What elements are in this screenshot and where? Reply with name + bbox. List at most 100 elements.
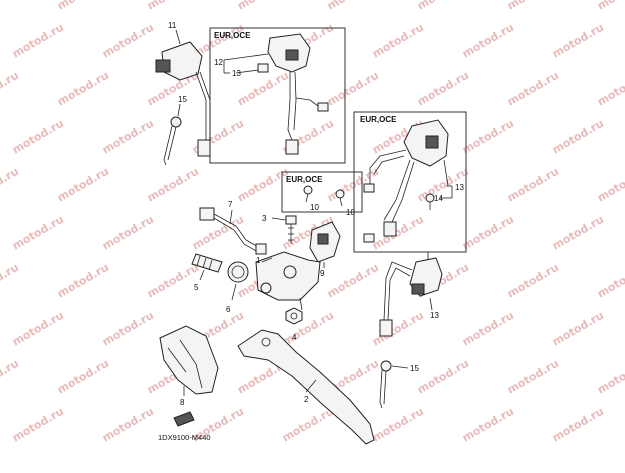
callout-9: 9 xyxy=(320,269,325,278)
callout-3: 3 xyxy=(262,214,267,223)
inset-label-3: EUR,OCE xyxy=(286,175,323,184)
cable-tie-top xyxy=(163,116,182,166)
watermark-text: motod.ru xyxy=(235,0,291,13)
watermark-text: motod.ru xyxy=(595,357,625,397)
watermark-text: motod.ru xyxy=(595,165,625,205)
switch-assembly-inset-1 xyxy=(257,33,329,155)
watermark-text: motod.ru xyxy=(550,21,606,61)
watermark-text: motod.ru xyxy=(100,405,156,445)
callout-13b: 13 xyxy=(430,311,439,320)
watermark-text: motod.ru xyxy=(325,69,381,109)
watermark-text: motod.ru xyxy=(10,309,66,349)
watermark-text: motod.ru xyxy=(505,357,561,397)
watermark-text: motod.ru xyxy=(55,0,111,13)
inset-label-1: EUR,OCE xyxy=(214,31,251,40)
clutch-lever-2 xyxy=(237,329,375,445)
collar-6 xyxy=(227,261,249,283)
watermark-text: motod.ru xyxy=(10,21,66,61)
callout-12: 13 xyxy=(232,69,241,78)
watermark-text: motod.ru xyxy=(0,0,21,13)
watermark-text: motod.ru xyxy=(0,165,21,205)
callout-10b: 10 xyxy=(346,208,355,217)
watermark-text: motod.ru xyxy=(550,213,606,253)
nut-4 xyxy=(285,307,303,325)
watermark-text: motod.ru xyxy=(505,69,561,109)
callout-15a: 15 xyxy=(178,95,187,104)
watermark-text: motod.ru xyxy=(0,69,21,109)
callout-1: 1 xyxy=(256,256,261,265)
watermark-text: motod.ru xyxy=(460,117,516,157)
watermark-text: motod.ru xyxy=(460,405,516,445)
watermark-text: motod.ru xyxy=(235,69,291,109)
callout-2: 2 xyxy=(304,395,309,404)
clutch-switch-7 xyxy=(199,207,267,255)
screw-14 xyxy=(425,193,435,210)
watermark-text: motod.ru xyxy=(145,0,201,13)
callout-4: 4 xyxy=(292,333,297,342)
watermark-text: motod.ru xyxy=(100,213,156,253)
watermark-text: motod.ru xyxy=(415,69,471,109)
switch-assembly-inset-2 xyxy=(363,119,449,243)
watermark-text: motod.ru xyxy=(55,165,111,205)
watermark-text: motod.ru xyxy=(370,309,426,349)
callout-7: 7 xyxy=(228,200,233,209)
watermark-text: motod.ru xyxy=(505,261,561,301)
watermark-text: motod.ru xyxy=(415,0,471,13)
watermark-text: motod.ru xyxy=(550,309,606,349)
watermark-text: motod.ru xyxy=(55,69,111,109)
watermark-text: motod.ru xyxy=(10,405,66,445)
watermark-text: motod.ru xyxy=(325,261,381,301)
watermark-text: motod.ru xyxy=(550,405,606,445)
watermark-text: motod.ru xyxy=(505,0,561,13)
handlebar-switch-left xyxy=(155,41,211,157)
bolt-10-inset xyxy=(303,185,313,203)
lever-holder-1 xyxy=(255,251,321,311)
watermark-text: motod.ru xyxy=(370,405,426,445)
callout-6: 6 xyxy=(226,305,231,314)
watermark-text: motod.ru xyxy=(100,21,156,61)
callout-8: 8 xyxy=(180,398,185,407)
inset-frame-2 xyxy=(353,111,467,253)
inset-label-2: EUR,OCE xyxy=(360,115,397,124)
watermark-text: motod.ru xyxy=(100,117,156,157)
watermark-text: motod.ru xyxy=(55,357,111,397)
callout-11: 11 xyxy=(168,21,177,30)
watermark-text: motod.ru xyxy=(505,165,561,205)
inset-frame-3 xyxy=(281,171,363,213)
watermark-text: motod.ru xyxy=(370,213,426,253)
watermark-text: motod.ru xyxy=(190,213,246,253)
handlebar-switch-right xyxy=(379,257,443,337)
watermark-text: motod.ru xyxy=(145,261,201,301)
watermark-text: motod.ru xyxy=(370,21,426,61)
watermark-text: motod.ru xyxy=(0,357,21,397)
adjuster-5 xyxy=(191,253,223,273)
watermark-text: motod.ru xyxy=(0,261,21,301)
callout-13a: 13 xyxy=(455,183,464,192)
watermark-text: motod.ru xyxy=(145,165,201,205)
watermark-text: motod.ru xyxy=(415,357,471,397)
watermark-text: motod.ru xyxy=(55,261,111,301)
watermark-text: motod.ru xyxy=(595,261,625,301)
small-fitting xyxy=(173,411,195,427)
watermark-text: motod.ru xyxy=(595,0,625,13)
lever-cover-8 xyxy=(159,325,219,395)
watermark-text: motod.ru xyxy=(595,69,625,109)
watermark-text: motod.ru xyxy=(280,405,336,445)
callout-11b: 12 xyxy=(214,58,223,67)
watermark-text: motod.ru xyxy=(460,21,516,61)
watermark-text: motod.ru xyxy=(100,309,156,349)
watermark-text: motod.ru xyxy=(10,213,66,253)
bolt-10 xyxy=(335,189,345,207)
diagram-code: 1DX9100-M440 xyxy=(158,433,211,442)
watermark-text: motod.ru xyxy=(10,117,66,157)
watermark-text: motod.ru xyxy=(550,117,606,157)
callout-10a: 10 xyxy=(310,203,319,212)
watermark-text: motod.ru xyxy=(460,213,516,253)
cable-tie-bottom xyxy=(379,360,392,409)
inset-frame-1 xyxy=(209,27,346,164)
callout-14: 14 xyxy=(434,194,443,203)
bolt-3 xyxy=(285,215,297,244)
callout-15b: 15 xyxy=(410,364,419,373)
clamp-9 xyxy=(309,221,341,263)
